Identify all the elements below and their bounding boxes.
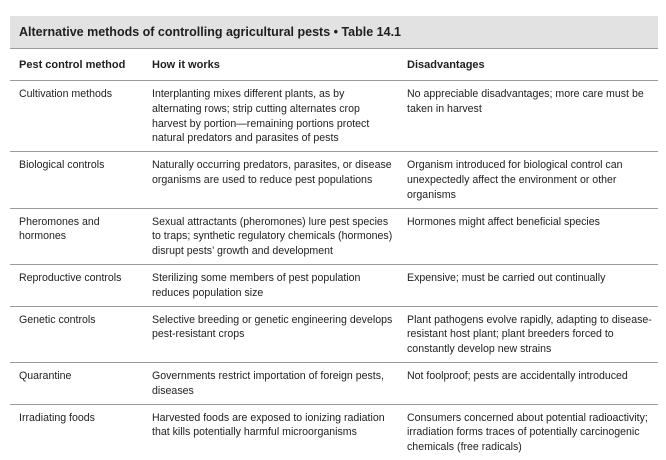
table-row: Reproductive controls Sterilizing some m… [10,264,658,307]
method-cell: Reproductive controls [10,264,143,307]
how-cell: Selective breeding or genetic engineerin… [143,306,398,363]
method-cell: Cultivation methods [10,80,143,153]
disadvantage-cell: Hormones might affect beneficial species [398,208,658,265]
table-row: Quarantine Governments restrict importat… [10,362,658,405]
how-cell: Interplanting mixes different plants, as… [143,80,398,153]
disadvantage-cell: Plant pathogens evolve rapidly, adapting… [398,306,658,363]
header-method: Pest control method [10,49,143,81]
header-how-it-works: How it works [143,49,398,81]
how-cell: Harvested foods are exposed to ionizing … [152,411,385,439]
pest-control-table: Pest control method How it works Disadva… [10,49,658,460]
table-title: Alternative methods of controlling agric… [10,16,658,49]
table-row: Genetic controls Selective breeding or g… [10,306,658,363]
header-disadvantages: Disadvantages [398,49,658,81]
disadvantage-cell: Not foolproof; pests are accidentally in… [398,362,658,405]
disadvantage-cell: No appreciable disadvantages; more care … [398,80,658,153]
how-cell: Sexual attractants (pheromones) lure pes… [143,208,398,265]
disadvantage-cell: Expensive; must be carried out continual… [398,264,658,307]
method-cell: Pheromones and hormones [10,208,143,265]
table-row: Pheromones and hormones Sexual attractan… [10,208,658,265]
table-row: Irradiating foods Harvested foods are ex… [10,404,658,460]
disadvantage-cell: Organism introduced for biological contr… [398,151,658,209]
method-cell: Irradiating foods [19,411,95,424]
table-row: Biological controls Naturally occurring … [10,151,658,209]
disadvantage-cell: Consumers concerned about potential radi… [407,411,648,454]
how-cell: Naturally occurring predators, parasites… [143,151,398,209]
pest-control-table-figure: Alternative methods of controlling agric… [10,16,658,460]
method-cell: Biological controls [10,151,143,209]
method-cell: Quarantine [10,362,143,405]
header-row: Pest control method How it works Disadva… [10,49,658,81]
table-row: Cultivation methods Interplanting mixes … [10,80,658,153]
method-cell: Genetic controls [10,306,143,363]
how-cell: Sterilizing some members of pest populat… [143,264,398,307]
how-cell: Governments restrict importation of fore… [143,362,398,405]
